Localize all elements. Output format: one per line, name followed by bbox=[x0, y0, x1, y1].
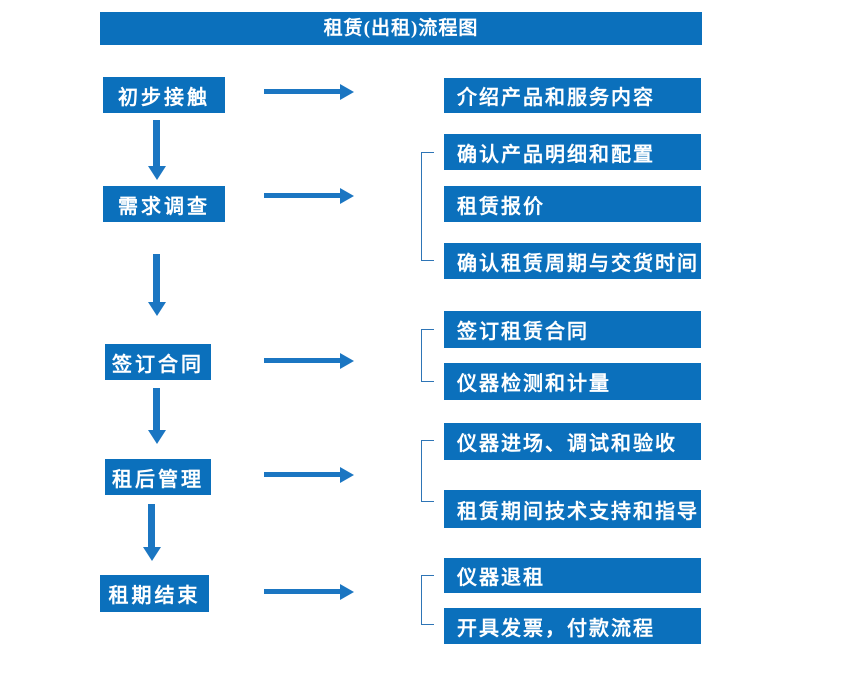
arrow-shaft bbox=[264, 589, 341, 594]
flow-step-box-sign-contract: 签订合同 bbox=[105, 344, 211, 380]
detail-box-instrument-return: 仪器退租 bbox=[444, 558, 701, 593]
arrow-head bbox=[340, 584, 354, 600]
down-arrow-2 bbox=[148, 254, 166, 316]
arrow-shaft bbox=[153, 120, 160, 166]
detail-box-tech-support: 租赁期间技术支持和指导 bbox=[444, 490, 701, 528]
arrow-head bbox=[148, 430, 166, 444]
right-arrow-1 bbox=[264, 84, 354, 100]
flow-step-box-demand-survey: 需求调查 bbox=[103, 186, 225, 222]
detail-box-confirm-details: 确认产品明细和配置 bbox=[444, 134, 701, 170]
arrow-shaft bbox=[264, 89, 341, 94]
detail-box-rental-quote: 租赁报价 bbox=[444, 186, 701, 222]
detail-box-invoice-payment: 开具发票，付款流程 bbox=[444, 608, 701, 644]
arrow-head bbox=[340, 188, 354, 204]
arrow-head bbox=[143, 547, 161, 561]
right-arrow-3 bbox=[264, 353, 354, 369]
detail-box-introduce-products: 介绍产品和服务内容 bbox=[444, 78, 701, 113]
right-arrow-4 bbox=[264, 467, 354, 483]
flow-step-box-rental-end: 租期结束 bbox=[100, 575, 209, 612]
down-arrow-1 bbox=[148, 120, 166, 180]
detail-box-instrument-entry: 仪器进场、调试和验收 bbox=[444, 423, 701, 460]
right-arrow-2 bbox=[264, 188, 354, 204]
arrow-shaft bbox=[153, 388, 160, 430]
detail-box-confirm-period: 确认租赁周期与交货时间 bbox=[444, 243, 701, 279]
arrow-head bbox=[340, 353, 354, 369]
arrow-head bbox=[340, 467, 354, 483]
arrow-head bbox=[340, 84, 354, 100]
arrow-shaft bbox=[264, 472, 341, 477]
flow-step-box-post-rental: 租后管理 bbox=[105, 459, 211, 495]
down-arrow-4 bbox=[143, 504, 161, 561]
page-title: 租赁(出租)流程图 bbox=[100, 12, 702, 45]
arrow-shaft bbox=[264, 193, 341, 198]
group-bracket-post-rental bbox=[421, 440, 434, 502]
group-bracket-demand-survey bbox=[421, 152, 434, 261]
arrow-head bbox=[148, 166, 166, 180]
arrow-shaft bbox=[148, 504, 155, 547]
group-bracket-sign-contract bbox=[421, 329, 434, 382]
detail-box-sign-rental-contract: 签订租赁合同 bbox=[444, 311, 701, 348]
group-bracket-rental-end bbox=[421, 575, 434, 625]
arrow-shaft bbox=[264, 358, 341, 363]
right-arrow-5 bbox=[264, 584, 354, 600]
detail-box-instrument-testing: 仪器检测和计量 bbox=[444, 363, 701, 400]
arrow-head bbox=[148, 302, 166, 316]
down-arrow-3 bbox=[148, 388, 166, 444]
arrow-shaft bbox=[153, 254, 160, 302]
flow-step-box-initial-contact: 初步接触 bbox=[103, 77, 225, 113]
